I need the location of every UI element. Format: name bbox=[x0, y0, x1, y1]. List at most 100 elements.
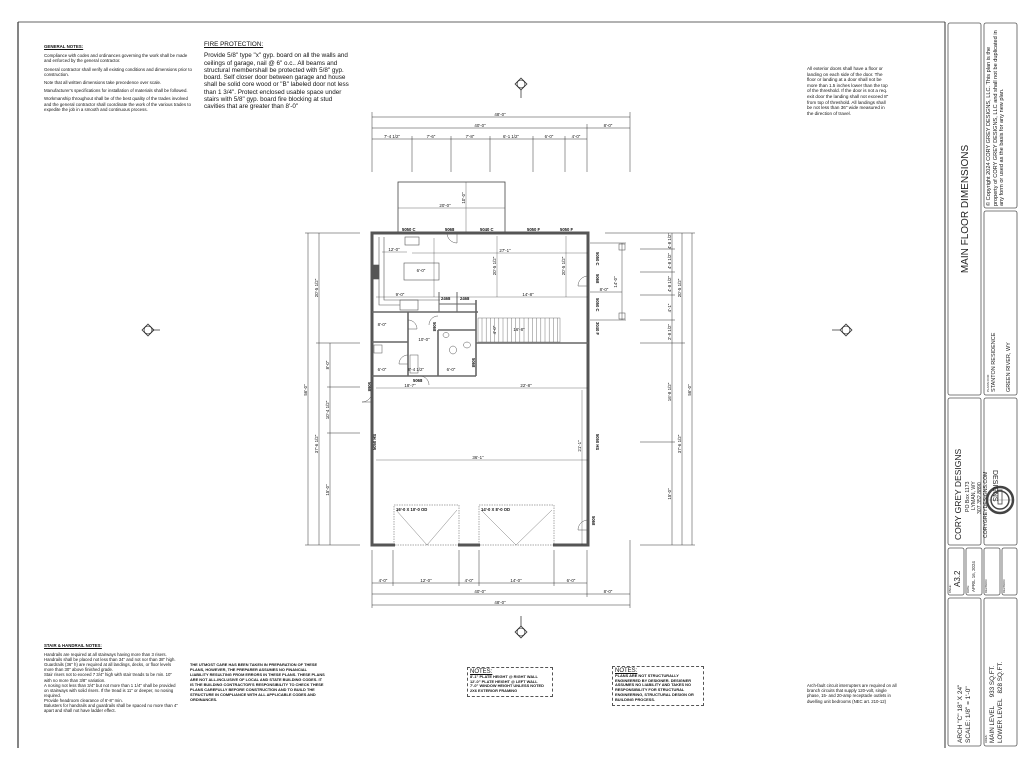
sheet-frame bbox=[17, 21, 946, 748]
interior-dimension: 12'-0" bbox=[388, 247, 400, 252]
sink-icon bbox=[442, 332, 450, 338]
right-segment-dimension: 4'-8 1/2" bbox=[667, 253, 672, 270]
general-note: General contractor shall verify all exis… bbox=[44, 66, 192, 77]
landing-depth-dimension: 14'-0" bbox=[613, 276, 618, 288]
stair-note: A nosing not less than 3/4" but not more… bbox=[44, 682, 176, 698]
top-segment-dimension: 6'-0" bbox=[545, 134, 554, 139]
kitchen bbox=[372, 236, 440, 311]
interior-dimension: 9'-0" bbox=[396, 292, 405, 297]
bottom-segment-dimension: 14'-0" bbox=[510, 578, 522, 583]
interior-dimension: 8'-0" bbox=[378, 322, 387, 327]
bottom-segment-dimension: 6'-0" bbox=[567, 578, 576, 583]
note-line: 12'-0" PLATE HEIGHT @ LEFT WALL bbox=[470, 678, 538, 684]
interior-dimension: 36'-1" bbox=[472, 455, 484, 460]
interior-dimension: 16'-8" bbox=[513, 327, 525, 332]
right-dimensions bbox=[605, 232, 695, 546]
right-segment-dimension: 4'-8 1/2" bbox=[667, 233, 672, 250]
stair-note: Provide headroom clearance of 6'-8" min. bbox=[44, 697, 123, 703]
door-label: 5068 bbox=[595, 274, 600, 284]
door-label: 5068 bbox=[591, 516, 596, 526]
bottom-segment-dimension: 12'-0" bbox=[420, 578, 432, 583]
bath-fixtures bbox=[373, 332, 471, 374]
top-extra-dimension: 8'-0" bbox=[604, 123, 613, 128]
right-segment-dimension: 2'-8 1/2" bbox=[667, 324, 672, 341]
notes-title: NOTES: bbox=[470, 669, 493, 675]
left-overall-dimension: 56'-0" bbox=[303, 384, 308, 396]
exterior-door-note: All exterior doors shall have a floor or… bbox=[807, 66, 889, 116]
section-marker-icon bbox=[832, 323, 853, 337]
general-note: Note that all written dimensions take pr… bbox=[44, 80, 162, 86]
stairs bbox=[477, 317, 561, 343]
left-upper-dimension: 20'-5 1/2" bbox=[314, 278, 319, 297]
company-city: LYMAN, WY bbox=[971, 481, 977, 510]
interior-dimension: 22'-8" bbox=[520, 383, 532, 388]
top-main-dimension: 40'-0" bbox=[474, 123, 486, 128]
door-label: 5068 bbox=[432, 322, 437, 332]
copyright-notice: © Copyright 2024 CORY GREY DESIGNS, LLC.… bbox=[986, 30, 1006, 206]
arc-fault-note: Arch-fault circuit interrupters are requ… bbox=[807, 683, 897, 704]
bottom-segment-dimension: 4'-0" bbox=[465, 578, 474, 583]
deck-width-dimension: 20'-0" bbox=[439, 203, 451, 208]
disclaimer: THE UTMOST CARE HAS BEEN TAKEN IN PREPAR… bbox=[190, 662, 325, 702]
garage-doors bbox=[393, 504, 555, 546]
bottom-segment-dimension: 4'-0" bbox=[379, 578, 388, 583]
general-notes: GENERAL NOTES: Compliance with codes and… bbox=[44, 44, 194, 115]
notes-title: NOTES: bbox=[615, 668, 638, 674]
page-label: PAGE: bbox=[948, 584, 952, 593]
project-location: GREEN RIVER, WY bbox=[1006, 342, 1012, 392]
deck-depth-dimension: 10'-0" bbox=[461, 192, 466, 204]
section-marker-icon bbox=[141, 323, 160, 337]
company-phone: 307.352.8890 bbox=[977, 482, 983, 514]
interior-dimension: 20'-5 1/2" bbox=[561, 256, 566, 275]
fire-protection-title: FIRE PROTECTION: bbox=[204, 41, 264, 48]
top-dimensions bbox=[371, 112, 631, 172]
sheet-date: APRIL 16, 2024 bbox=[971, 561, 976, 592]
left-lower-dimension: 37'-6 1/2" bbox=[314, 434, 319, 453]
left-segment-dimension: 8'-0" bbox=[325, 360, 330, 369]
closet-label: 2468 bbox=[460, 296, 470, 301]
window-label: 5050 HS bbox=[595, 434, 600, 451]
paper-size: ARCH "C" 18" X 24" bbox=[957, 684, 964, 743]
bottom-overall-dimension: 48'-0" bbox=[494, 600, 506, 605]
interior-dimension: 8'-4 1/2" bbox=[408, 367, 425, 372]
interior-dimension: 20'-5 1/2" bbox=[492, 256, 497, 275]
area-label: AREA: bbox=[984, 734, 988, 743]
door-label: 5068 bbox=[367, 382, 372, 392]
floor-plan: 20'-0" 10'-0" 8'-0" 14'-0" 16'-0 X 10' bbox=[361, 181, 626, 547]
sheet-title: MAIN FLOOR DIMENSIONS bbox=[960, 145, 971, 274]
stair-note: Handrails shall be placed not less than … bbox=[44, 657, 176, 663]
company-name: CORY GREY DESIGNS bbox=[953, 449, 963, 540]
note-line: 7'-0" WINDOW HEIGHT UNLESS NOTED bbox=[470, 683, 544, 689]
right-segment-dimension: 15'-0" bbox=[667, 488, 672, 500]
general-note: Workmanship throughout shall be of the b… bbox=[44, 96, 191, 112]
date-label: DATE: bbox=[966, 585, 970, 593]
top-segment-dimension: 7'-8" bbox=[466, 134, 475, 139]
note-line: 2X6 EXTERIOR FRAMING bbox=[470, 688, 518, 694]
drawing-scale: SCALE: 1/8" = 1'-0" bbox=[965, 686, 972, 743]
interior-dimension: 27'-1" bbox=[499, 248, 511, 253]
door-swings bbox=[361, 232, 589, 531]
interior-dimension: 4'-0" bbox=[492, 325, 497, 334]
section-marker-icon bbox=[514, 616, 528, 639]
interior-dimension: 6'-0" bbox=[447, 367, 456, 372]
company-website: CORYGREYDESIGNS.COM bbox=[983, 472, 989, 539]
right-overall-dimension: 56'-0" bbox=[687, 384, 692, 396]
general-note: Manufacturer's specifications for instal… bbox=[44, 88, 188, 94]
deck bbox=[397, 181, 506, 233]
door-label: 5068 bbox=[413, 378, 423, 383]
interior-dimension: 10'-0" bbox=[418, 337, 430, 342]
sink-icon bbox=[404, 236, 420, 246]
plans-for-label: PLANS FOR: bbox=[986, 374, 990, 392]
interior-walls bbox=[372, 292, 588, 377]
window-label: 5050 F bbox=[527, 227, 540, 232]
right-segment-dimension: 4'-1" bbox=[667, 303, 672, 312]
fire-protection-text: Provide 5/8" type "x" gyp. board on all … bbox=[204, 52, 349, 111]
left-dimensions bbox=[305, 232, 360, 546]
window-label: 5050 F bbox=[560, 227, 573, 232]
company-address: PO Box 1173 bbox=[965, 481, 971, 512]
window-label: 5050 C bbox=[402, 227, 416, 232]
right-segment-dimension: 4'-8 1/2" bbox=[667, 276, 672, 293]
lower-level-area: LOWER LEVEL 828 SQ.FT. bbox=[997, 661, 1004, 743]
section-marker-icon bbox=[514, 77, 528, 98]
